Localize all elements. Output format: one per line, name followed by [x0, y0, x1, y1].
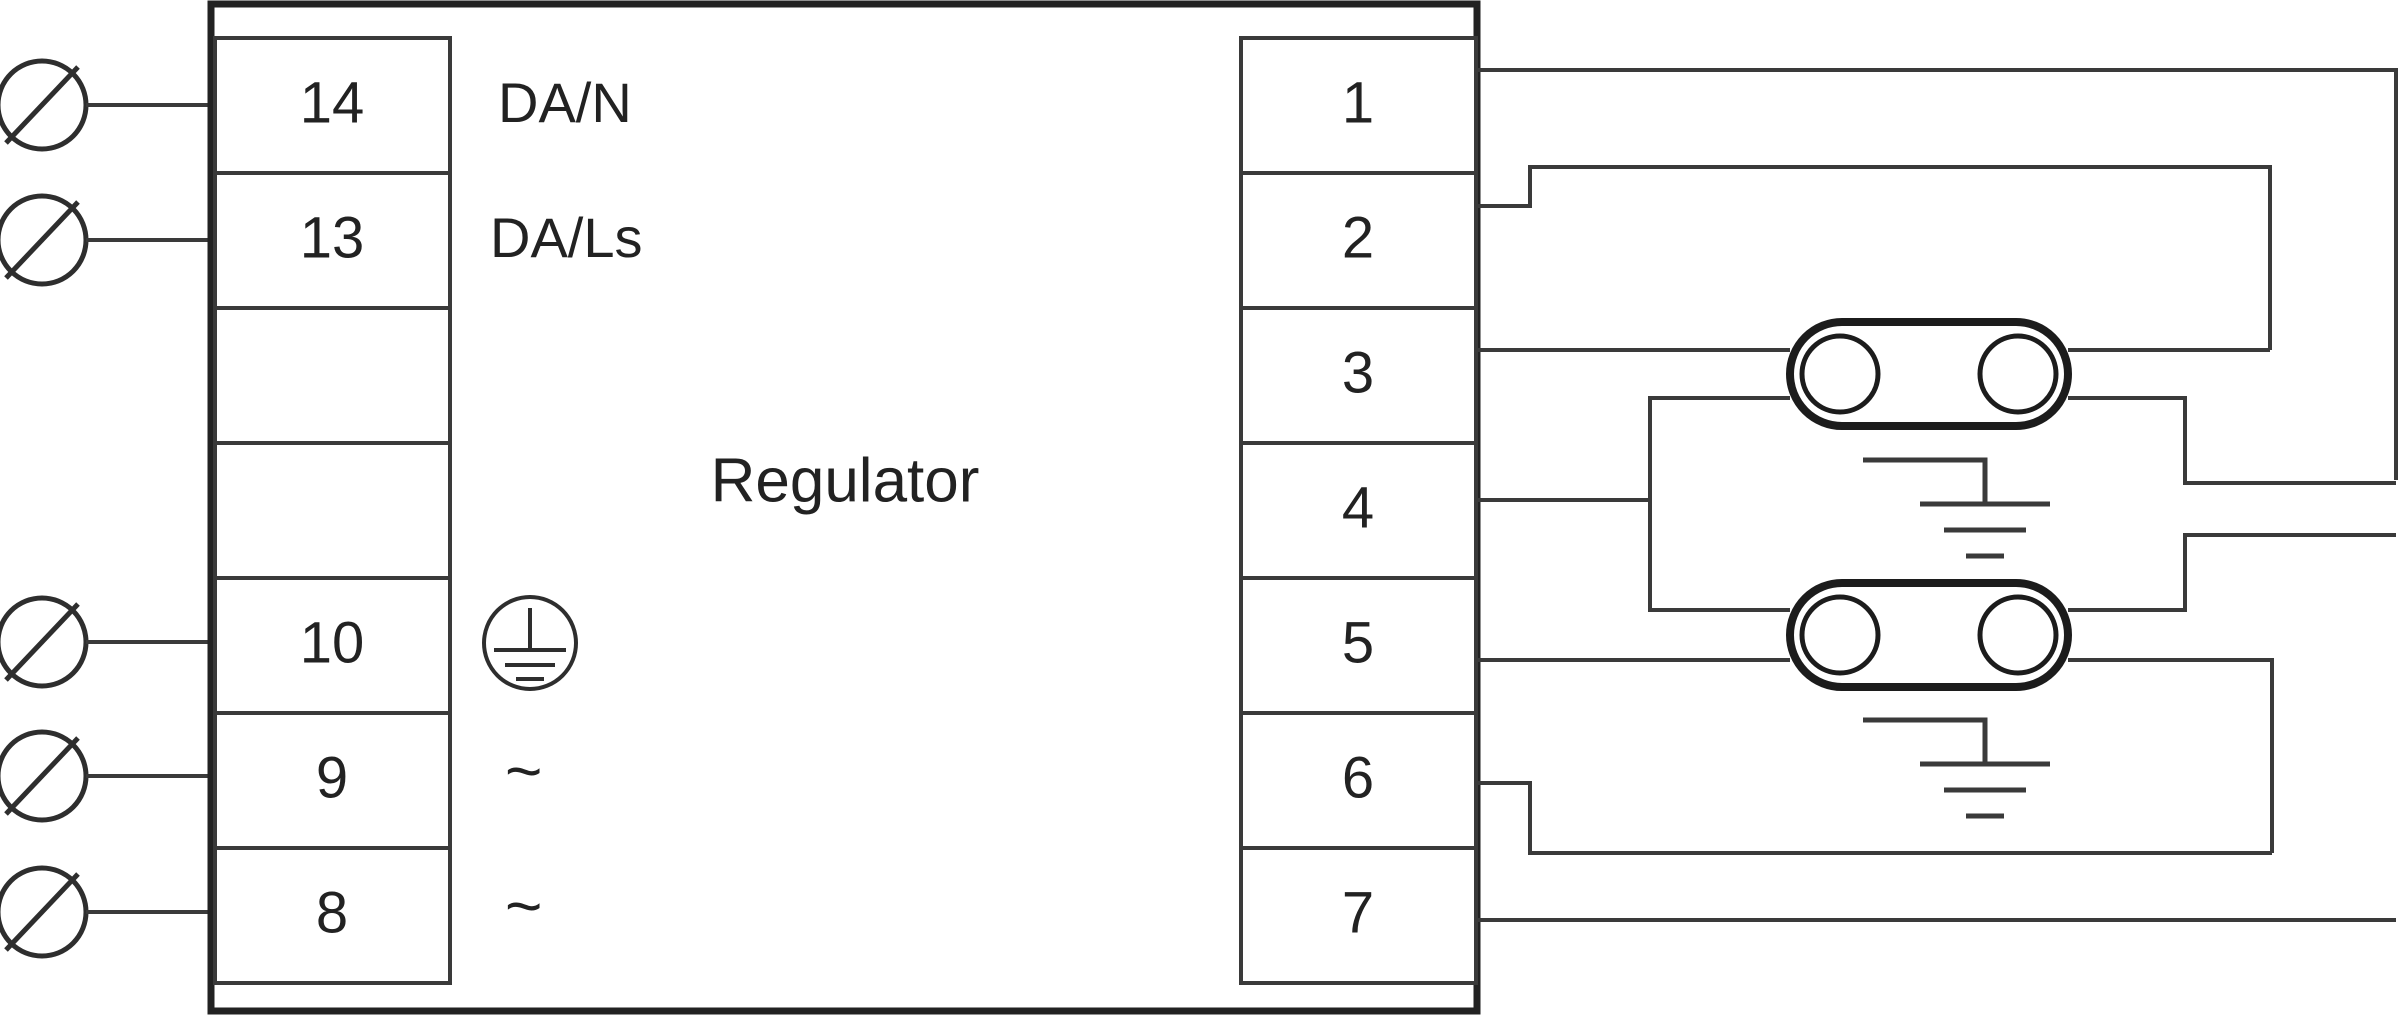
right-cell-number-4: 4	[1342, 475, 1374, 540]
wire-terminal-2	[1477, 165, 2272, 350]
external-terminal-14[interactable]	[0, 58, 211, 152]
earth-icon-lower	[1863, 717, 2050, 819]
right-cell-number-5: 5	[1342, 610, 1374, 675]
right-cell-3[interactable]	[1239, 306, 1478, 445]
external-terminal-9[interactable]	[0, 729, 211, 823]
right-cell-6[interactable]	[1239, 711, 1478, 850]
external-terminal-8[interactable]	[0, 865, 211, 959]
right-cell-number-3: 3	[1342, 340, 1374, 405]
signal-label-da-ls: DA/Ls	[490, 206, 643, 269]
wire-terminal-6	[1477, 781, 2272, 855]
external-terminal-13[interactable]	[0, 193, 211, 287]
left-cell-10[interactable]	[213, 576, 452, 715]
earth-icon-upper	[1863, 457, 2050, 559]
lamp-lower[interactable]	[1786, 579, 2072, 691]
lamp-upper[interactable]	[1786, 318, 2072, 430]
left-cell-number-9: 9	[316, 745, 348, 810]
right-cell-number-2: 2	[1342, 205, 1374, 270]
left-cell-number-8: 8	[316, 880, 348, 945]
device-title: Regulator	[711, 446, 980, 515]
signal-label-da-n: DA/N	[498, 71, 632, 134]
left-terminal-cells	[213, 36, 452, 985]
left-cell-number-10: 10	[300, 610, 365, 675]
protective-earth-icon	[482, 595, 578, 691]
right-terminal-cells	[1239, 36, 1478, 985]
left-cell-blank-1[interactable]	[213, 306, 452, 445]
right-cell-1[interactable]	[1239, 36, 1478, 175]
wire-terminal-1	[1477, 68, 2398, 480]
left-cell-9[interactable]	[213, 711, 452, 850]
right-cell-number-1: 1	[1342, 70, 1374, 135]
external-terminal-10[interactable]	[0, 595, 211, 689]
left-cell-14[interactable]	[213, 36, 452, 175]
wire-lamp-lower-right	[2068, 658, 2274, 853]
wire-terminal-4	[1477, 396, 1790, 502]
right-cell-number-6: 6	[1342, 745, 1374, 810]
wire-lamp-lower-upper-right	[2068, 533, 2396, 612]
left-cell-number-13: 13	[300, 205, 365, 270]
wire-lamp-upper-lower-right	[2068, 396, 2396, 485]
left-cell-blank-2[interactable]	[213, 441, 452, 580]
right-cell-number-7: 7	[1342, 880, 1374, 945]
left-cell-number-14: 14	[300, 70, 365, 135]
wire-left-riser-lower	[1648, 500, 1790, 612]
signal-label-ac-9: ~	[505, 735, 542, 807]
left-cell-8[interactable]	[213, 846, 452, 985]
right-cell-4[interactable]	[1239, 441, 1478, 580]
right-cell-7[interactable]	[1239, 846, 1478, 985]
signal-label-ac-8: ~	[505, 870, 542, 942]
